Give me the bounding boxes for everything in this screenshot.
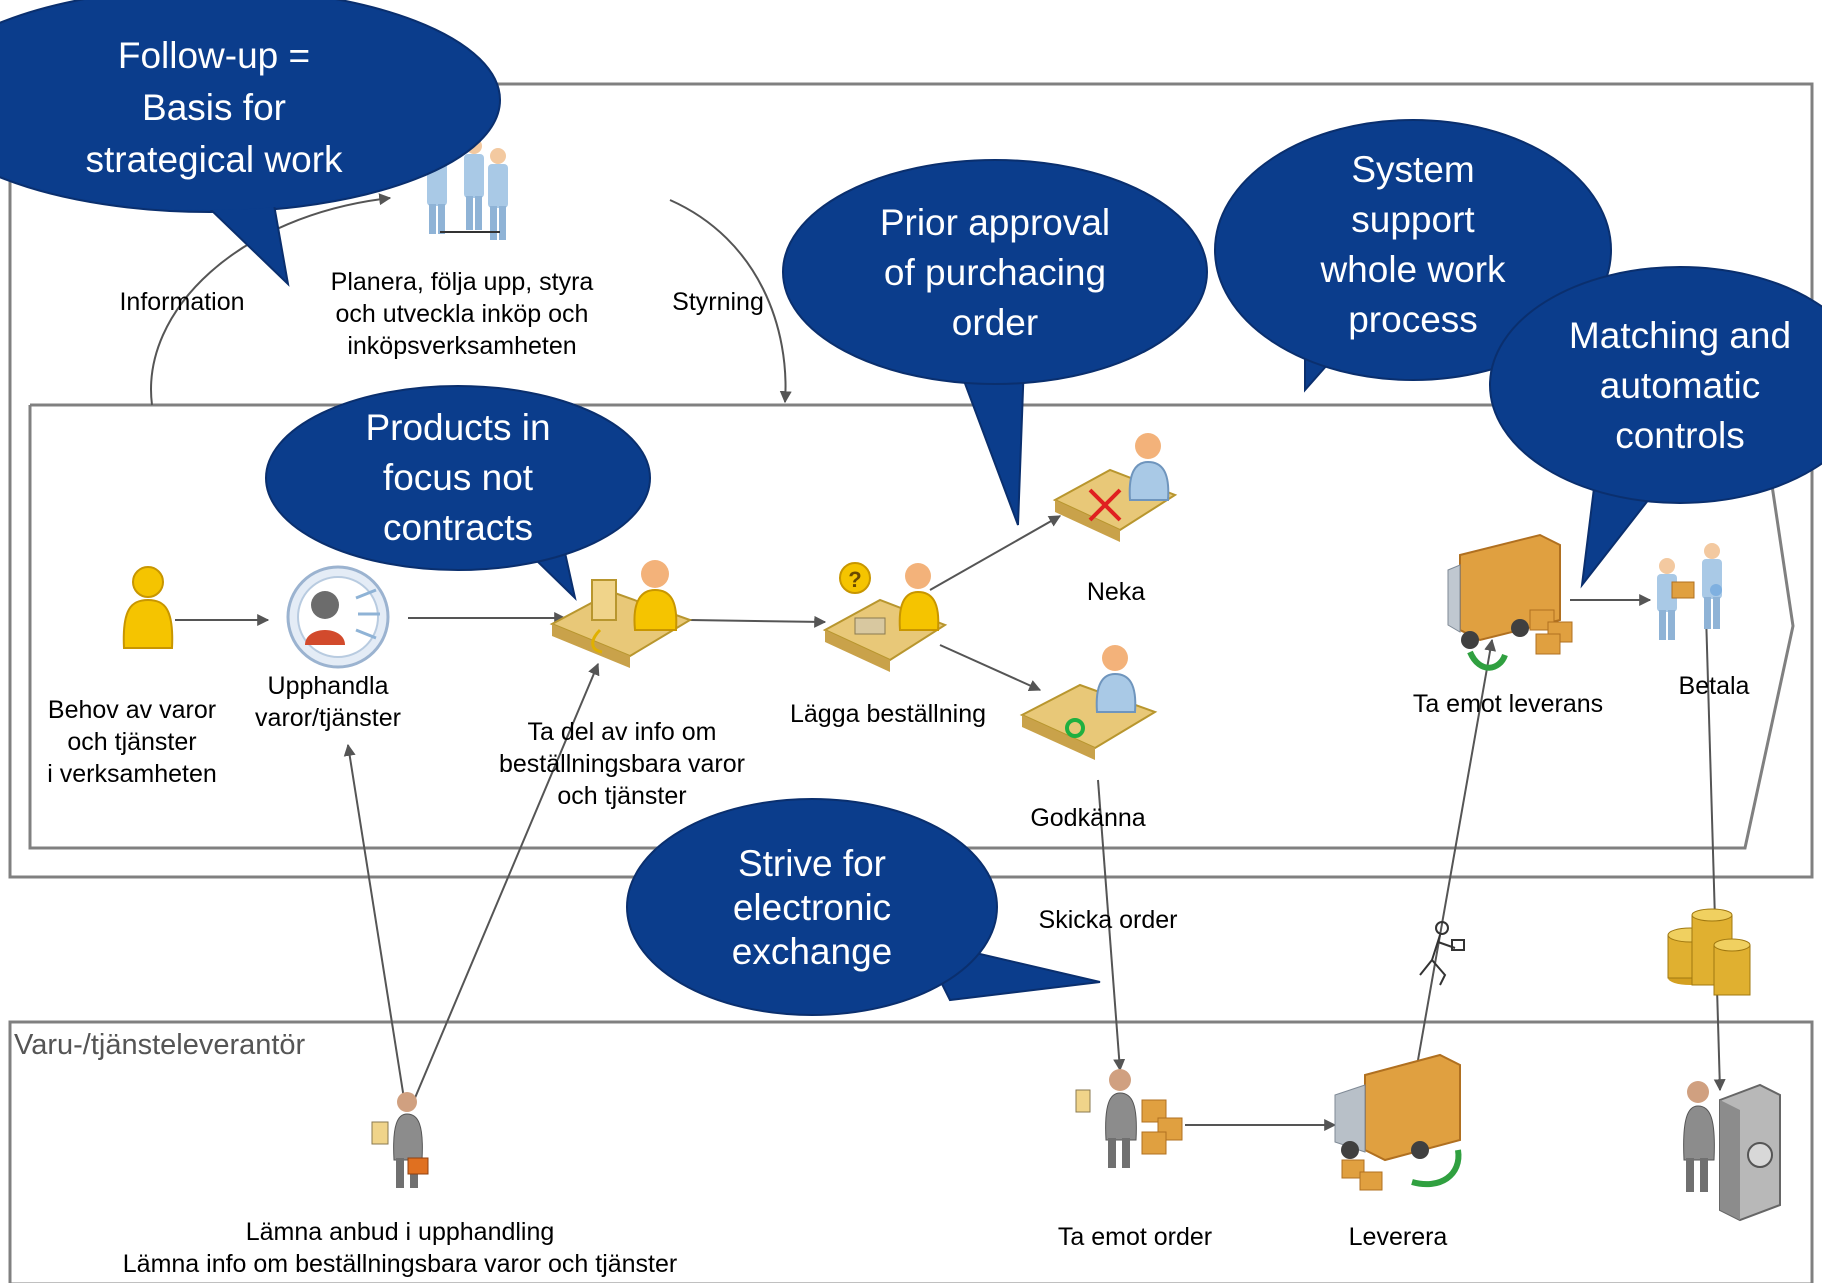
bubble-matching-line-2: automatic — [1600, 365, 1760, 406]
node-label-planera-1: Planera, följa upp, styra — [331, 268, 594, 296]
phone-desk-icon: ? — [822, 562, 948, 672]
node-label-upphandla-1: Upphandla — [268, 672, 389, 700]
node-label-neka: Neka — [1087, 578, 1145, 606]
node-label-tadel-3: och tjänster — [557, 782, 686, 810]
node-label-ta-emot-leverans: Ta emot leverans — [1413, 690, 1603, 718]
edge-tadel-lagga — [689, 615, 827, 628]
edge-information — [150, 193, 392, 406]
node-label-anbud-1: Lämna anbud i upphandling — [246, 1218, 555, 1246]
truck-receive-icon — [1447, 533, 1573, 671]
edge-lagga-neka — [929, 515, 1062, 591]
bubble-matching: Matching and automatic controls — [1489, 266, 1822, 589]
node-label-planera-3: inköpsverksamheten — [347, 332, 576, 360]
bubble-follow-up-line-3: strategical work — [85, 139, 343, 180]
bubble-system-support-line-2: support — [1351, 199, 1475, 240]
bubble-matching-line-3: controls — [1615, 415, 1745, 456]
bubble-system-support-line-3: whole work — [1319, 249, 1506, 290]
procurement-badge-icon — [286, 565, 390, 669]
edge-lagga-godkanna — [939, 644, 1042, 692]
edge-leverans — [1417, 638, 1497, 1061]
bubble-strive-line-3: exchange — [732, 931, 892, 972]
bubble-products: Products in focus not contracts — [265, 385, 651, 602]
edge-styrning — [669, 199, 792, 404]
node-label-planera-2: och utveckla inköp och — [336, 300, 589, 328]
node-label-betala: Betala — [1679, 672, 1750, 700]
bubble-products-line-3: contracts — [383, 507, 533, 548]
supplier-lane-frame — [8, 1020, 1814, 1283]
bubble-products-line-2: focus not — [383, 457, 534, 498]
edge-label-skicka-order: Skicka order — [1039, 906, 1178, 934]
node-label-leverera: Leverera — [1349, 1223, 1448, 1251]
bubble-products-line-1: Products in — [365, 407, 550, 448]
bubble-follow-up-line-2: Basis for — [142, 87, 286, 128]
bubble-follow-up-line-1: Follow-up = — [118, 35, 310, 76]
node-label-tadel-1: Ta del av info om — [528, 718, 717, 746]
bubble-matching-line-1: Matching and — [1569, 315, 1791, 356]
edge-betala-bank — [1704, 579, 1726, 1092]
edge-info-tadel — [411, 662, 600, 1106]
node-label-tadel-2: beställningsbara varor — [499, 750, 745, 778]
truck-deliver-icon — [1334, 1053, 1462, 1191]
process-chevron-frame — [28, 403, 1795, 850]
bubble-prior-approval-line-1: Prior approval — [880, 202, 1110, 243]
bubble-system-support: System support whole work process — [1214, 119, 1612, 393]
node-label-ta-emot-order: Ta emot order — [1058, 1223, 1212, 1251]
node-label-behov-1: Behov av varor — [48, 696, 216, 724]
payment-people-icon — [1657, 543, 1722, 640]
edge-skicka-order — [1097, 779, 1126, 1072]
courier-icon — [1419, 921, 1465, 986]
bubble-prior-approval-line-3: order — [952, 302, 1038, 343]
reject-desk-icon — [1052, 433, 1178, 542]
edge-label-styrning: Styrning — [672, 288, 764, 316]
bubble-strive: Strive for electronic exchange — [626, 798, 1101, 1016]
bubble-strive-line-1: Strive for — [738, 843, 886, 884]
bubble-prior-approval-line-2: of purchacing — [884, 252, 1106, 293]
person-yellow-icon — [122, 566, 174, 649]
node-label-godkanna: Godkänna — [1030, 804, 1145, 832]
bubble-prior-approval: Prior approval of purchacing order — [782, 159, 1208, 526]
node-label-behov-3: i verksamheten — [47, 760, 217, 788]
bubble-follow-up: Follow-up = Basis for strategical work — [0, 0, 501, 287]
edge-anbud-upphandla — [343, 743, 406, 1106]
supplier-lane-label: Varu-/tjänsteleverantör — [14, 1029, 306, 1061]
node-label-behov-2: och tjänster — [67, 728, 196, 756]
node-label-anbud-2: Lämna info om beställningsbara varor och… — [123, 1250, 677, 1278]
edge-label-information: Information — [119, 288, 244, 316]
order-receiver-icon — [1075, 1069, 1183, 1168]
approve-desk-icon — [1019, 645, 1158, 760]
node-label-lagga: Lägga beställning — [790, 700, 986, 728]
bidder-icon — [371, 1092, 429, 1188]
computer-desk-icon — [549, 560, 693, 668]
coins-icon — [1667, 908, 1751, 996]
node-label-upphandla-2: varor/tjänster — [255, 704, 401, 732]
safe-icon — [1683, 1081, 1781, 1222]
svg-text:?: ? — [848, 567, 861, 592]
bubble-strive-line-2: electronic — [733, 887, 891, 928]
bubble-system-support-line-4: process — [1348, 299, 1478, 340]
bubble-system-support-line-1: System — [1351, 149, 1474, 190]
